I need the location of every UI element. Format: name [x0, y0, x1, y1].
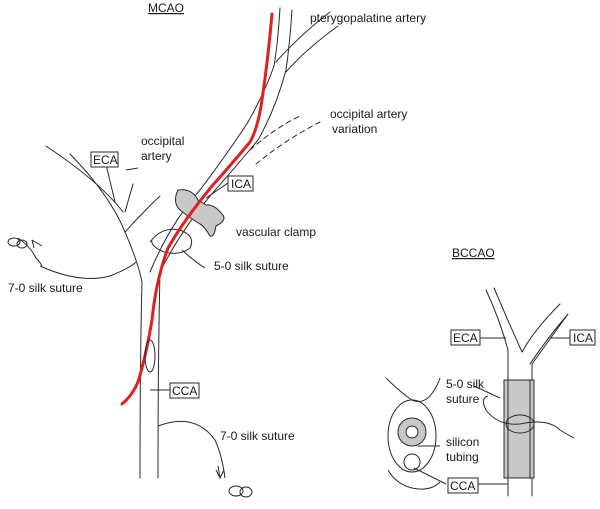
bccao-eca-wall-right — [493, 287, 523, 353]
cca-vessel — [139, 271, 161, 479]
occipital-variation-label-2: variation — [332, 122, 377, 136]
occipital-label-1: occipital — [141, 134, 184, 148]
bccao-eca-label-box — [450, 329, 481, 346]
bccao-panel: BCCAO ECA — [385, 246, 596, 497]
mcao-panel: MCAO — [7, 1, 426, 498]
vascular-clamp — [174, 189, 225, 237]
bccao-ica-wall-right — [529, 313, 569, 497]
eca-label-box — [90, 151, 119, 168]
occipital-variation-branch — [249, 115, 321, 165]
bccao-ica-label: ICA — [573, 331, 593, 345]
pterygopalatine-branch — [275, 11, 339, 73]
cca-label-box — [169, 382, 200, 399]
silicon-tubing-label-2: tubing — [446, 450, 479, 464]
bccao-ica-label-box — [569, 329, 596, 346]
cca-label: CCA — [172, 384, 197, 398]
bccao-cca-label: CCA — [450, 479, 475, 493]
bccao-title: BCCAO — [452, 246, 495, 260]
ica-label-box — [227, 175, 254, 192]
eca-label: ECA — [93, 153, 118, 167]
bccao-ica-wall-left — [521, 303, 561, 353]
silk-7-0-bottom-label: 7-0 silk suture — [220, 429, 295, 443]
bccao-leaders — [413, 337, 570, 485]
bccao-eca-wall-left — [485, 289, 509, 497]
bccao-silk-label-1: 5-0 silk — [446, 377, 485, 391]
mcao-leaders — [125, 167, 229, 391]
vascular-clamp-label: vascular clamp — [236, 225, 316, 239]
silk-5-0-loop — [149, 228, 206, 269]
bccao-silk-loop — [482, 395, 575, 439]
silk-7-0-top — [7, 237, 137, 279]
cca-ligature — [144, 339, 156, 373]
silicon-tubing-label-1: silicon — [446, 435, 479, 449]
intraluminal-filament — [120, 12, 274, 406]
occipital-variation-label-1: occipital artery — [330, 107, 407, 121]
pterygopalatine-label: pterygopalatine artery — [310, 11, 426, 25]
bccao-silk-knot — [505, 414, 535, 434]
bccao-eca-label: ECA — [453, 331, 478, 345]
mcao-title: MCAO — [148, 1, 184, 15]
ica-vessel — [149, 7, 293, 273]
ica-label: ICA — [231, 177, 251, 191]
bccao-silk-label-2: suture — [446, 392, 480, 406]
occipital-label-2: artery — [141, 149, 172, 163]
silk-7-0-bottom — [157, 420, 253, 498]
silk-5-0-label: 5-0 silk suture — [214, 259, 289, 273]
bccao-cca-label-box — [447, 477, 479, 494]
tubing-cross-section — [385, 377, 441, 490]
silk-7-0-top-label: 7-0 silk suture — [8, 281, 83, 295]
